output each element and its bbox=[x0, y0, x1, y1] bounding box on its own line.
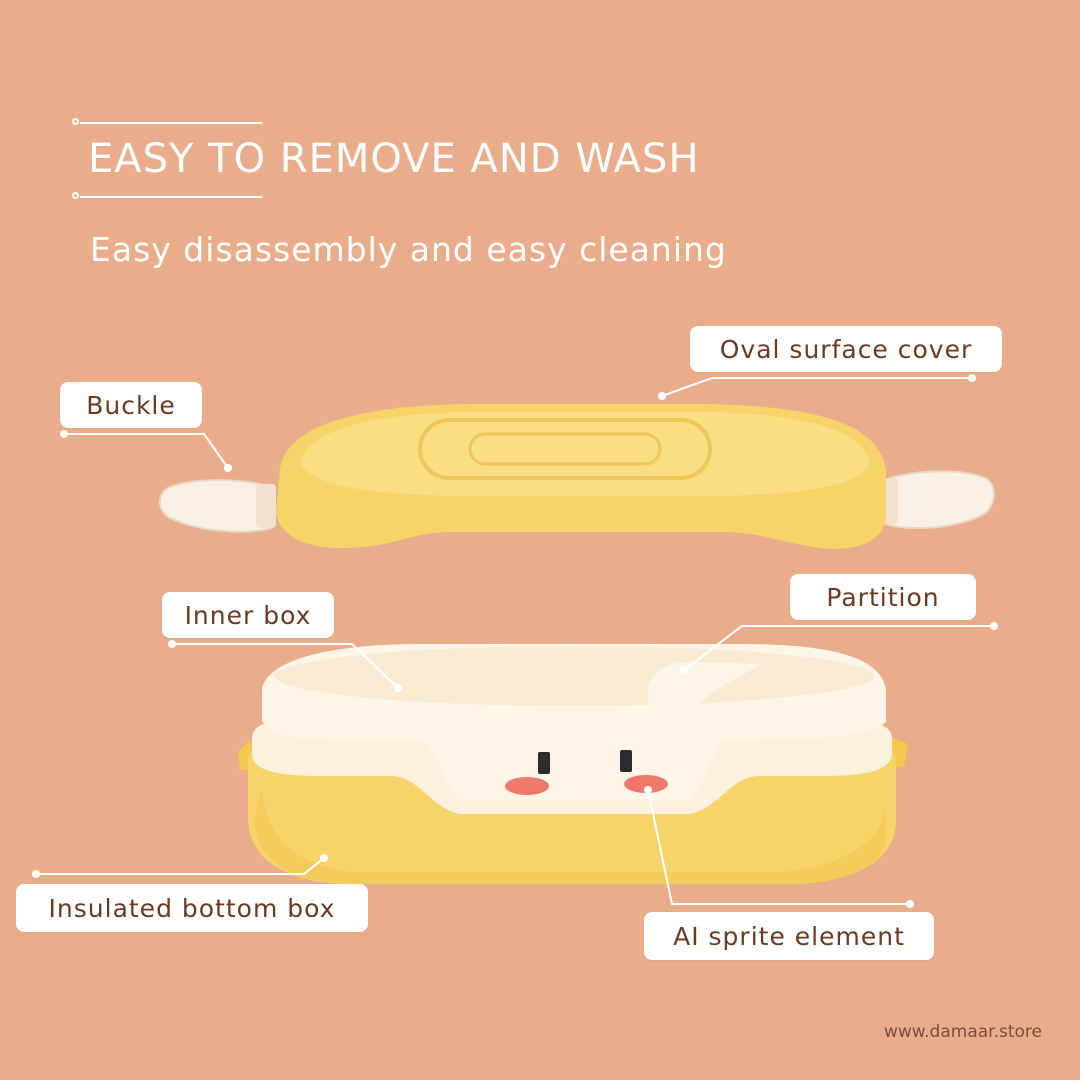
left-cheek bbox=[505, 777, 549, 795]
left-hinge bbox=[256, 484, 276, 528]
label-ai-sprite-element: AI sprite element bbox=[644, 912, 934, 960]
inner-box-opening bbox=[274, 646, 874, 706]
partition bbox=[647, 661, 760, 720]
leader-bottom-box bbox=[36, 857, 325, 875]
lid-emboss-outer bbox=[418, 418, 712, 480]
left-buckle bbox=[159, 479, 274, 533]
right-eye bbox=[620, 750, 632, 772]
watermark: www.damaar.store bbox=[884, 1022, 1042, 1042]
subtitle: Easy disassembly and easy cleaning bbox=[90, 230, 727, 269]
leader-partition bbox=[683, 625, 994, 671]
label-insulated-bottom-box: Insulated bottom box bbox=[16, 884, 368, 932]
label-partition: Partition bbox=[790, 574, 976, 620]
lid-emboss-inner bbox=[468, 432, 662, 466]
headline: EASY TO REMOVE AND WASH bbox=[88, 136, 700, 182]
leader-lines bbox=[32, 374, 998, 908]
box-group bbox=[238, 644, 908, 884]
left-eye bbox=[538, 752, 550, 774]
box-shine bbox=[254, 790, 886, 884]
lid-top-surface bbox=[300, 412, 870, 496]
headline-top-rule bbox=[72, 118, 262, 125]
label-oval-surface-cover: Oval surface cover bbox=[690, 326, 1002, 372]
right-buckle bbox=[883, 470, 995, 530]
label-buckle: Buckle bbox=[60, 382, 202, 428]
leader-oval-cover bbox=[661, 377, 972, 397]
right-cheek bbox=[624, 775, 668, 793]
headline-bottom-rule bbox=[72, 192, 262, 199]
leader-sprite bbox=[647, 789, 910, 905]
leader-buckle bbox=[64, 433, 229, 469]
lid-group bbox=[159, 404, 995, 549]
label-inner-box: Inner box bbox=[162, 592, 334, 638]
leader-inner-box bbox=[172, 643, 399, 689]
